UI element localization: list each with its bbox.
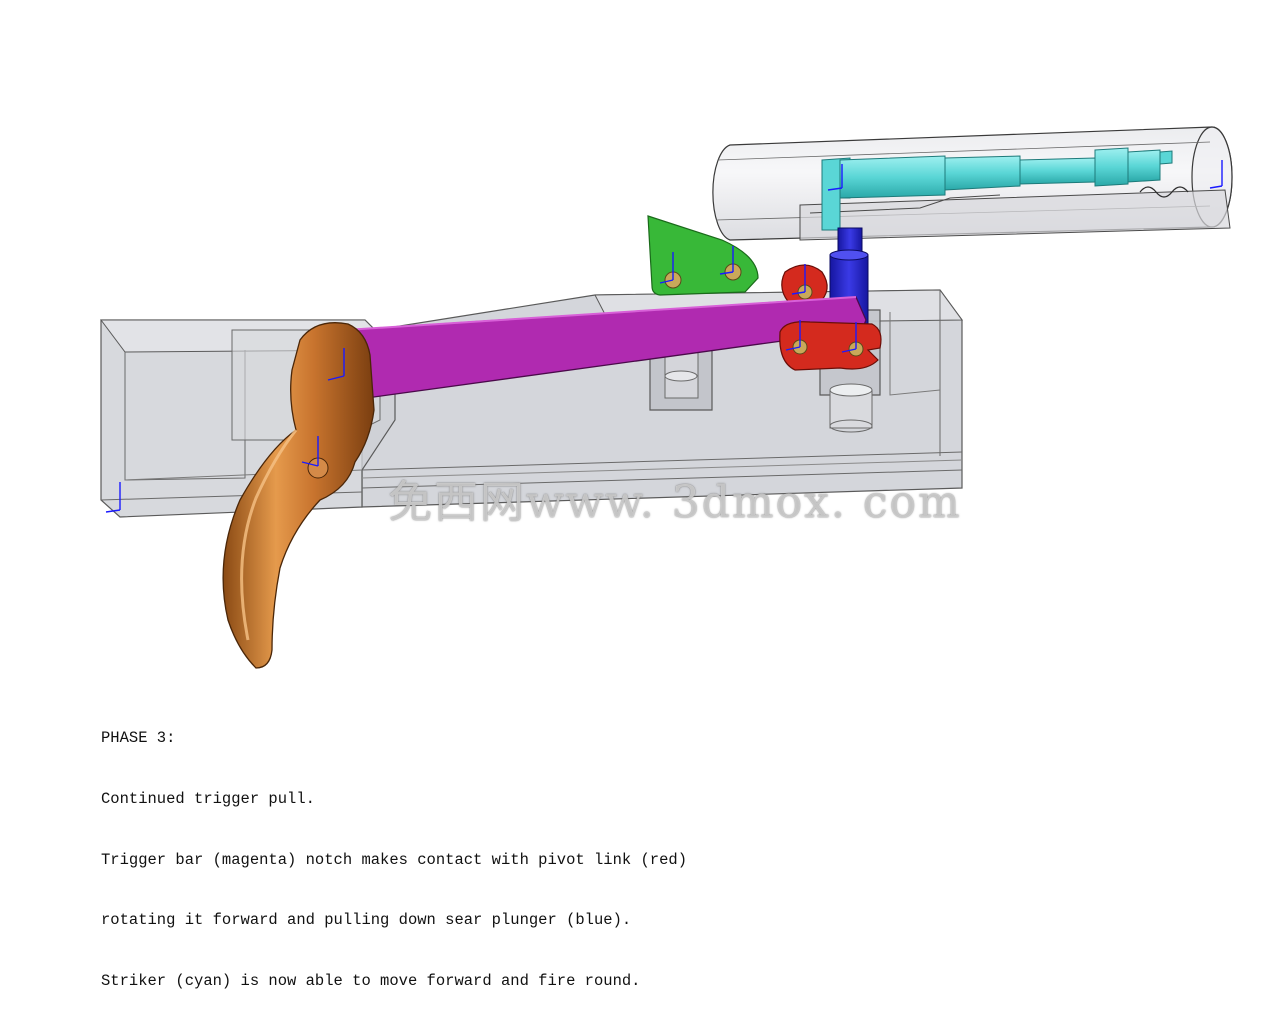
caption-phase-title: PHASE 3: [101,729,176,748]
striker [821,147,1189,231]
caption-line: rotating it forward and pulling down sea… [101,911,632,930]
axis-marker-trigger-pivot [301,436,319,467]
axis-marker-red-lower-a [785,320,801,351]
caption-line: Striker (cyan) is now able to move forwa… [101,971,641,990]
watermark: 免西网www. 3dmox. com [388,477,962,528]
axis-marker-striker [827,164,843,191]
axis-marker-red-upper [791,264,806,295]
axis-markers [105,160,1223,513]
axis-marker-bar-pivot [327,348,345,381]
pivot-link-lower [779,321,882,371]
caption-line: Continued trigger pull. [101,790,315,808]
caption-line: Trigger bar (magenta) notch makes contac… [101,850,687,869]
axis-marker-red-lower-b [841,322,857,353]
caption: PHASE 3: Continued trigger pull. Trigger… [101,688,687,1011]
axis-marker-tube-end [1209,160,1223,189]
axis-marker-origin [105,482,121,513]
trigger [222,322,375,669]
axis-marker-green-b [719,246,734,275]
axis-marker-green-a [659,252,674,284]
